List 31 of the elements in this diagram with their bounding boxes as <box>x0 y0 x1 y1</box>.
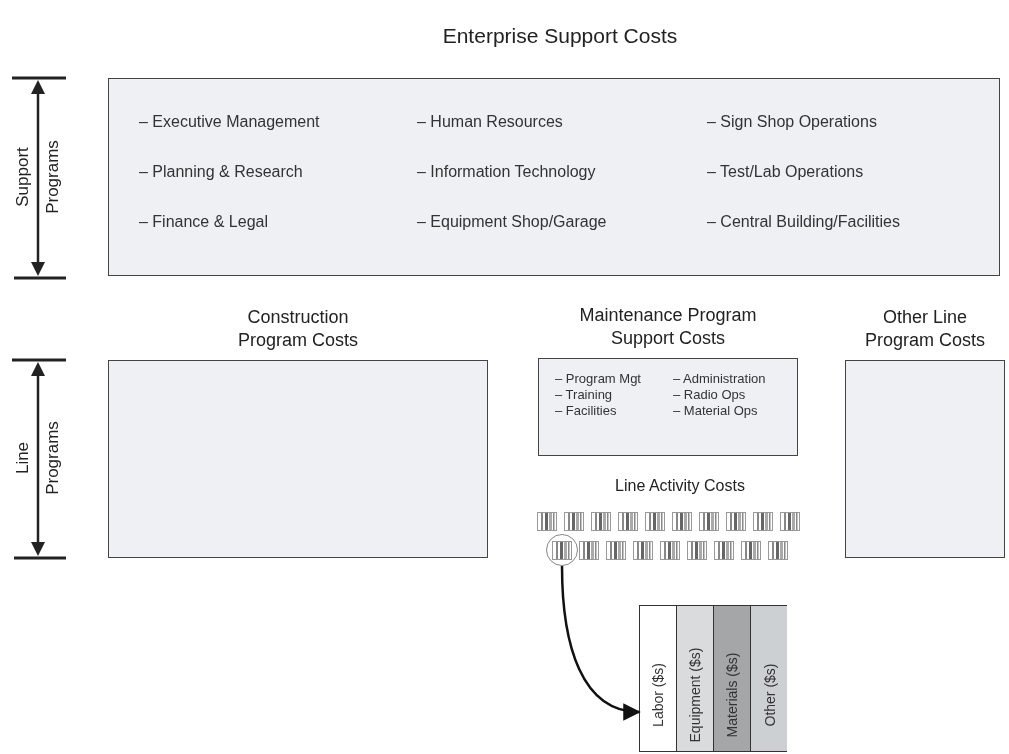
list-item: – Executive Management <box>139 113 321 131</box>
box-heading: Construction Program Costs <box>236 306 359 351</box>
list-item: – Equipment Shop/Garage <box>417 213 608 231</box>
list-item: – Central Building/Facilities <box>707 213 901 231</box>
box-heading: Maintenance Program Support Costs <box>578 304 758 349</box>
column-label: Equipment ($s) <box>687 647 703 743</box>
list-item: – Facilities <box>555 403 618 418</box>
list-item: – Material Ops <box>673 403 759 418</box>
column-label: Materials ($s) <box>724 652 740 738</box>
list-item: – Planning & Research <box>139 163 304 181</box>
column-label: Labor ($s) <box>650 663 666 727</box>
list-item: – Program Mgt <box>555 371 642 386</box>
list-item: – Human Resources <box>417 113 564 131</box>
list-item: – Training <box>555 387 614 402</box>
cost-column <box>713 606 750 751</box>
list-item: – Sign Shop Operations <box>707 113 878 131</box>
list-item: – Finance & Legal <box>139 213 269 231</box>
box-heading: Other Line Program Costs <box>863 306 986 351</box>
diagram-title: Enterprise Support Costs <box>441 24 679 48</box>
dimension-label: Line Programs <box>12 420 63 497</box>
list-item: – Information Technology <box>417 163 597 181</box>
cost-column <box>750 606 787 751</box>
support-programs-box <box>108 78 1000 276</box>
arrow <box>560 565 641 720</box>
list-item: – Test/Lab Operations <box>707 163 865 181</box>
list-item: – Radio Ops <box>673 387 747 402</box>
dimension-label: Support Programs <box>12 139 63 216</box>
cost-column <box>676 606 713 751</box>
column-label: Other ($s) <box>761 663 777 727</box>
list-item: – Administration <box>673 371 767 386</box>
section-label: Line Activity Costs <box>614 477 746 495</box>
